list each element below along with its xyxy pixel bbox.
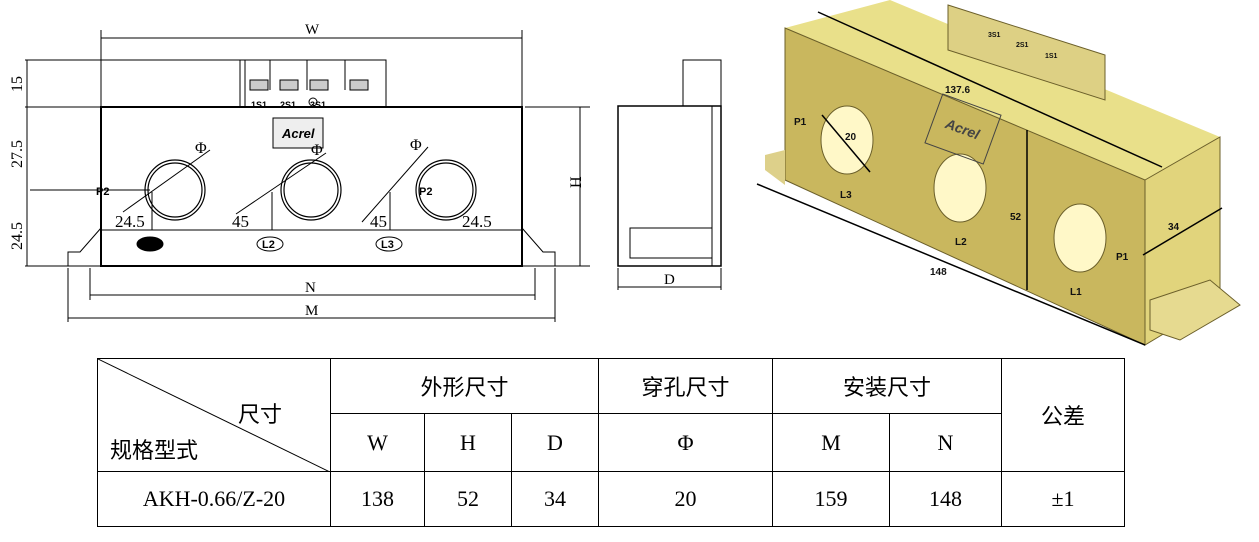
hole-label: L1 [1070, 287, 1082, 298]
group-install-header: 安装尺寸 [772, 358, 1002, 414]
phi-label: Φ [195, 140, 207, 157]
col-header-w: W [330, 413, 425, 472]
dim-15: 15 [9, 76, 26, 92]
dim-m: M [305, 303, 318, 319]
group-hole-header: 穿孔尺寸 [598, 358, 773, 414]
dim-45-a: 45 [232, 212, 249, 231]
value-m: 159 [772, 471, 890, 527]
dim-n: N [305, 280, 316, 296]
dim-24-5-vertical: 24.5 [9, 222, 26, 250]
dim-24-5-left: 24.5 [115, 212, 145, 231]
p1-label: P1 [794, 117, 807, 128]
terminal-label: 3S1 [310, 100, 326, 110]
brand-logo: Acrel [281, 126, 315, 141]
terminal-label: 1S1 [1045, 53, 1058, 60]
terminal-label: 2S1 [280, 100, 296, 110]
dim-d: D [664, 272, 675, 288]
front-view-drawing: W 1S1 2S1 3S1 Acrel Φ Φ Φ P2 P2 24.5 45 … [9, 22, 722, 322]
dim-height: 52 [1010, 212, 1022, 223]
dim-h: H [568, 176, 585, 188]
p1-label: P1 [1116, 252, 1129, 263]
dim-45-b: 45 [370, 212, 387, 231]
value-n: 148 [889, 471, 1002, 527]
dim-27-5: 27.5 [9, 140, 26, 168]
terminal-label: 3S1 [988, 32, 1001, 39]
corner-header: 尺寸 规格型式 [97, 358, 331, 472]
col-header-d: D [511, 413, 599, 472]
ground-icon [308, 97, 318, 107]
value-w: 138 [330, 471, 425, 527]
dimensions-table: 尺寸 规格型式 外形尺寸 穿孔尺寸 安装尺寸 公差 W H D Φ M N AK… [97, 358, 1125, 527]
value-h: 52 [424, 471, 512, 527]
tolerance-header: 公差 [1001, 358, 1125, 472]
col-header-m: M [772, 413, 890, 472]
dim-w: W [305, 22, 320, 38]
hole-label: L3 [381, 239, 394, 251]
terminal-label: 1S1 [251, 100, 267, 110]
hole-label: L3 [840, 190, 852, 201]
dim-length: 137.6 [945, 85, 970, 96]
col-header-phi: Φ [598, 413, 773, 472]
dim-hole: 20 [845, 132, 857, 143]
hole-label: L2 [262, 239, 275, 251]
corner-top-label: 尺寸 [238, 402, 283, 427]
phi-label: Φ [410, 137, 422, 154]
phi-label: Φ [311, 142, 323, 159]
dim-depth: 34 [1168, 222, 1180, 233]
dim-base: 148 [930, 267, 947, 278]
hole-label: L2 [955, 237, 967, 248]
group-outer-header: 外形尺寸 [330, 358, 599, 414]
isometric-view-drawing: Acrel 137.6 20 52 34 148 P1 P1 L3 L2 L1 … [756, 0, 1241, 346]
value-phi: 20 [598, 471, 773, 527]
model-cell: AKH-0.66/Z-20 [97, 471, 331, 527]
terminal-label: 2S1 [1016, 42, 1029, 49]
value-d: 34 [511, 471, 599, 527]
table-row: AKH-0.66/Z-20 138 52 34 20 159 148 ±1 [97, 471, 1125, 527]
col-header-h: H [424, 413, 512, 472]
p2-label: P2 [419, 186, 432, 198]
corner-bottom-label: 规格型式 [110, 438, 199, 463]
col-header-n: N [889, 413, 1002, 472]
p2-label: P2 [96, 186, 109, 198]
dim-24-5-right: 24.5 [462, 212, 492, 231]
hole-label: L1 [142, 239, 155, 251]
value-tolerance: ±1 [1001, 471, 1125, 527]
